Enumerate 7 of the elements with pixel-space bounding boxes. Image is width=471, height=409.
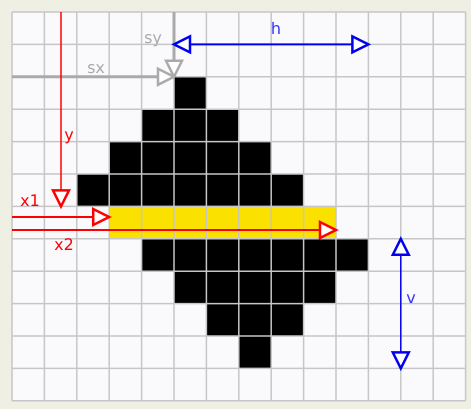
dimension-label: x2 xyxy=(54,237,74,253)
dimension-label: v xyxy=(406,290,416,306)
dimension-label: x1 xyxy=(20,193,40,209)
dimension-label: h xyxy=(270,21,282,37)
dimension-label: sx xyxy=(87,60,105,76)
dimension-label: y xyxy=(64,127,74,143)
dimension-label: sy xyxy=(144,30,162,46)
